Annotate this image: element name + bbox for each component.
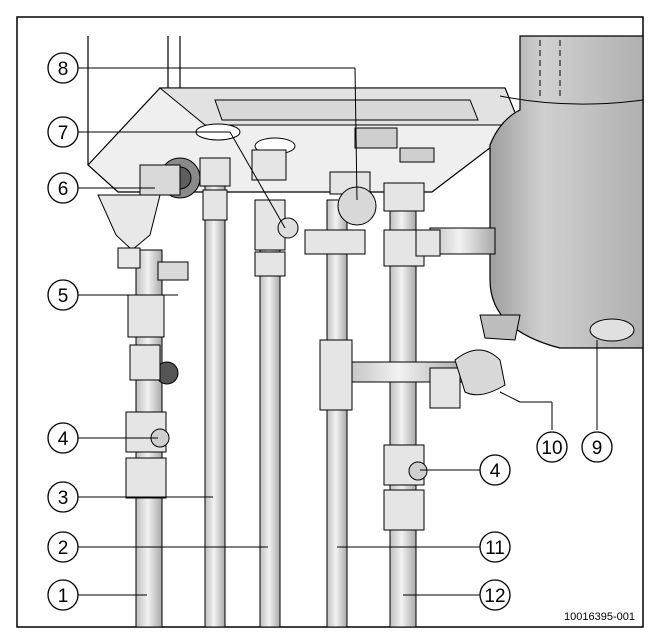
svg-text:6: 6 — [58, 179, 69, 200]
cylinder-outlet — [589, 318, 635, 342]
svg-text:10: 10 — [541, 438, 562, 459]
callout-9: 9 — [581, 431, 613, 463]
svg-text:7: 7 — [58, 123, 69, 144]
svg-text:1: 1 — [58, 586, 69, 607]
leader-lines — [78, 67, 598, 596]
callout-4-left: 4 — [47, 422, 79, 454]
callout-10: 10 — [536, 431, 568, 463]
callout-4-right: 4 — [479, 454, 511, 486]
reference-code: 10016395-001 — [564, 611, 635, 623]
svg-text:4: 4 — [490, 461, 501, 482]
water-cylinder — [429, 35, 644, 349]
svg-text:12: 12 — [484, 586, 505, 607]
callout-3: 3 — [47, 481, 79, 513]
svg-text:9: 9 — [592, 438, 603, 459]
svg-text:5: 5 — [58, 286, 69, 307]
callout-11: 11 — [479, 531, 511, 563]
svg-text:11: 11 — [485, 538, 505, 559]
svg-text:3: 3 — [58, 488, 69, 509]
callout-1: 1 — [47, 579, 79, 611]
svg-text:4: 4 — [58, 429, 69, 450]
callout-12: 12 — [479, 579, 511, 611]
callout-6: 6 — [47, 172, 79, 204]
svg-text:8: 8 — [58, 59, 69, 80]
svg-text:2: 2 — [58, 538, 69, 559]
pipe-11 — [326, 199, 348, 628]
fittings — [97, 149, 521, 531]
callout-2: 2 — [47, 531, 79, 563]
callout-8: 8 — [47, 52, 79, 84]
callout-7: 7 — [47, 116, 79, 148]
callout-5: 5 — [47, 279, 79, 311]
pipe-3 — [204, 159, 226, 628]
pipe-2 — [259, 239, 281, 628]
